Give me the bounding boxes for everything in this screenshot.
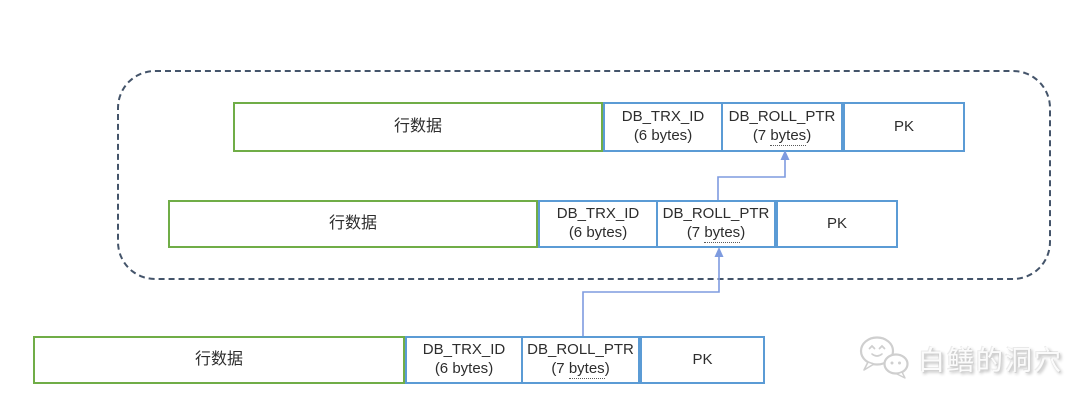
db-trx-id-size: (6 bytes) bbox=[434, 360, 494, 377]
db-trx-id-label: DB_TRX_ID bbox=[621, 108, 705, 126]
wechat-chat-bubbles-icon bbox=[859, 336, 909, 379]
db-trx-id-cell: DB_TRX_ID (6 bytes) bbox=[603, 102, 723, 152]
watermark-text: 白鳝的洞穴 bbox=[918, 345, 1063, 376]
row-version-top: 行数据 DB_TRX_ID (6 bytes) DB_ROLL_PTR (7 b… bbox=[233, 102, 965, 152]
db-trx-id-cell: DB_TRX_ID (6 bytes) bbox=[405, 336, 523, 384]
pk-cell: PK bbox=[776, 200, 898, 248]
pk-label: PK bbox=[692, 350, 713, 368]
db-roll-ptr-label: DB_ROLL_PTR bbox=[662, 205, 770, 223]
row-data-cell: 行数据 bbox=[168, 200, 538, 248]
db-roll-ptr-cell: DB_ROLL_PTR (7 bytes) bbox=[521, 336, 640, 384]
row-data-label: 行数据 bbox=[328, 215, 377, 232]
pk-cell: PK bbox=[843, 102, 965, 152]
row-data-label: 行数据 bbox=[194, 351, 243, 368]
db-trx-id-cell: DB_TRX_ID (6 bytes) bbox=[538, 200, 658, 248]
watermark: 白鳝的洞穴 bbox=[858, 334, 1063, 382]
db-roll-ptr-label: DB_ROLL_PTR bbox=[728, 108, 836, 126]
row-version-current: 行数据 DB_TRX_ID (6 bytes) DB_ROLL_PTR (7 b… bbox=[33, 336, 765, 384]
db-trx-id-label: DB_TRX_ID bbox=[422, 341, 506, 359]
row-version-middle: 行数据 DB_TRX_ID (6 bytes) DB_ROLL_PTR (7 b… bbox=[168, 200, 898, 248]
db-roll-ptr-size: (7 bytes) bbox=[752, 127, 812, 146]
row-data-label: 行数据 bbox=[393, 118, 442, 135]
db-trx-id-size: (6 bytes) bbox=[568, 224, 628, 241]
row-data-cell: 行数据 bbox=[233, 102, 603, 152]
db-roll-ptr-cell: DB_ROLL_PTR (7 bytes) bbox=[721, 102, 843, 152]
db-roll-ptr-label: DB_ROLL_PTR bbox=[527, 341, 634, 359]
db-roll-ptr-size: (7 bytes) bbox=[686, 224, 746, 243]
db-roll-ptr-size: (7 bytes) bbox=[551, 360, 610, 379]
db-trx-id-size: (6 bytes) bbox=[633, 127, 693, 144]
row-data-cell: 行数据 bbox=[33, 336, 405, 384]
db-roll-ptr-cell: DB_ROLL_PTR (7 bytes) bbox=[656, 200, 776, 248]
pk-cell: PK bbox=[640, 336, 765, 384]
db-trx-id-label: DB_TRX_ID bbox=[556, 205, 640, 223]
pk-label: PK bbox=[826, 214, 847, 232]
pk-label: PK bbox=[893, 117, 914, 135]
